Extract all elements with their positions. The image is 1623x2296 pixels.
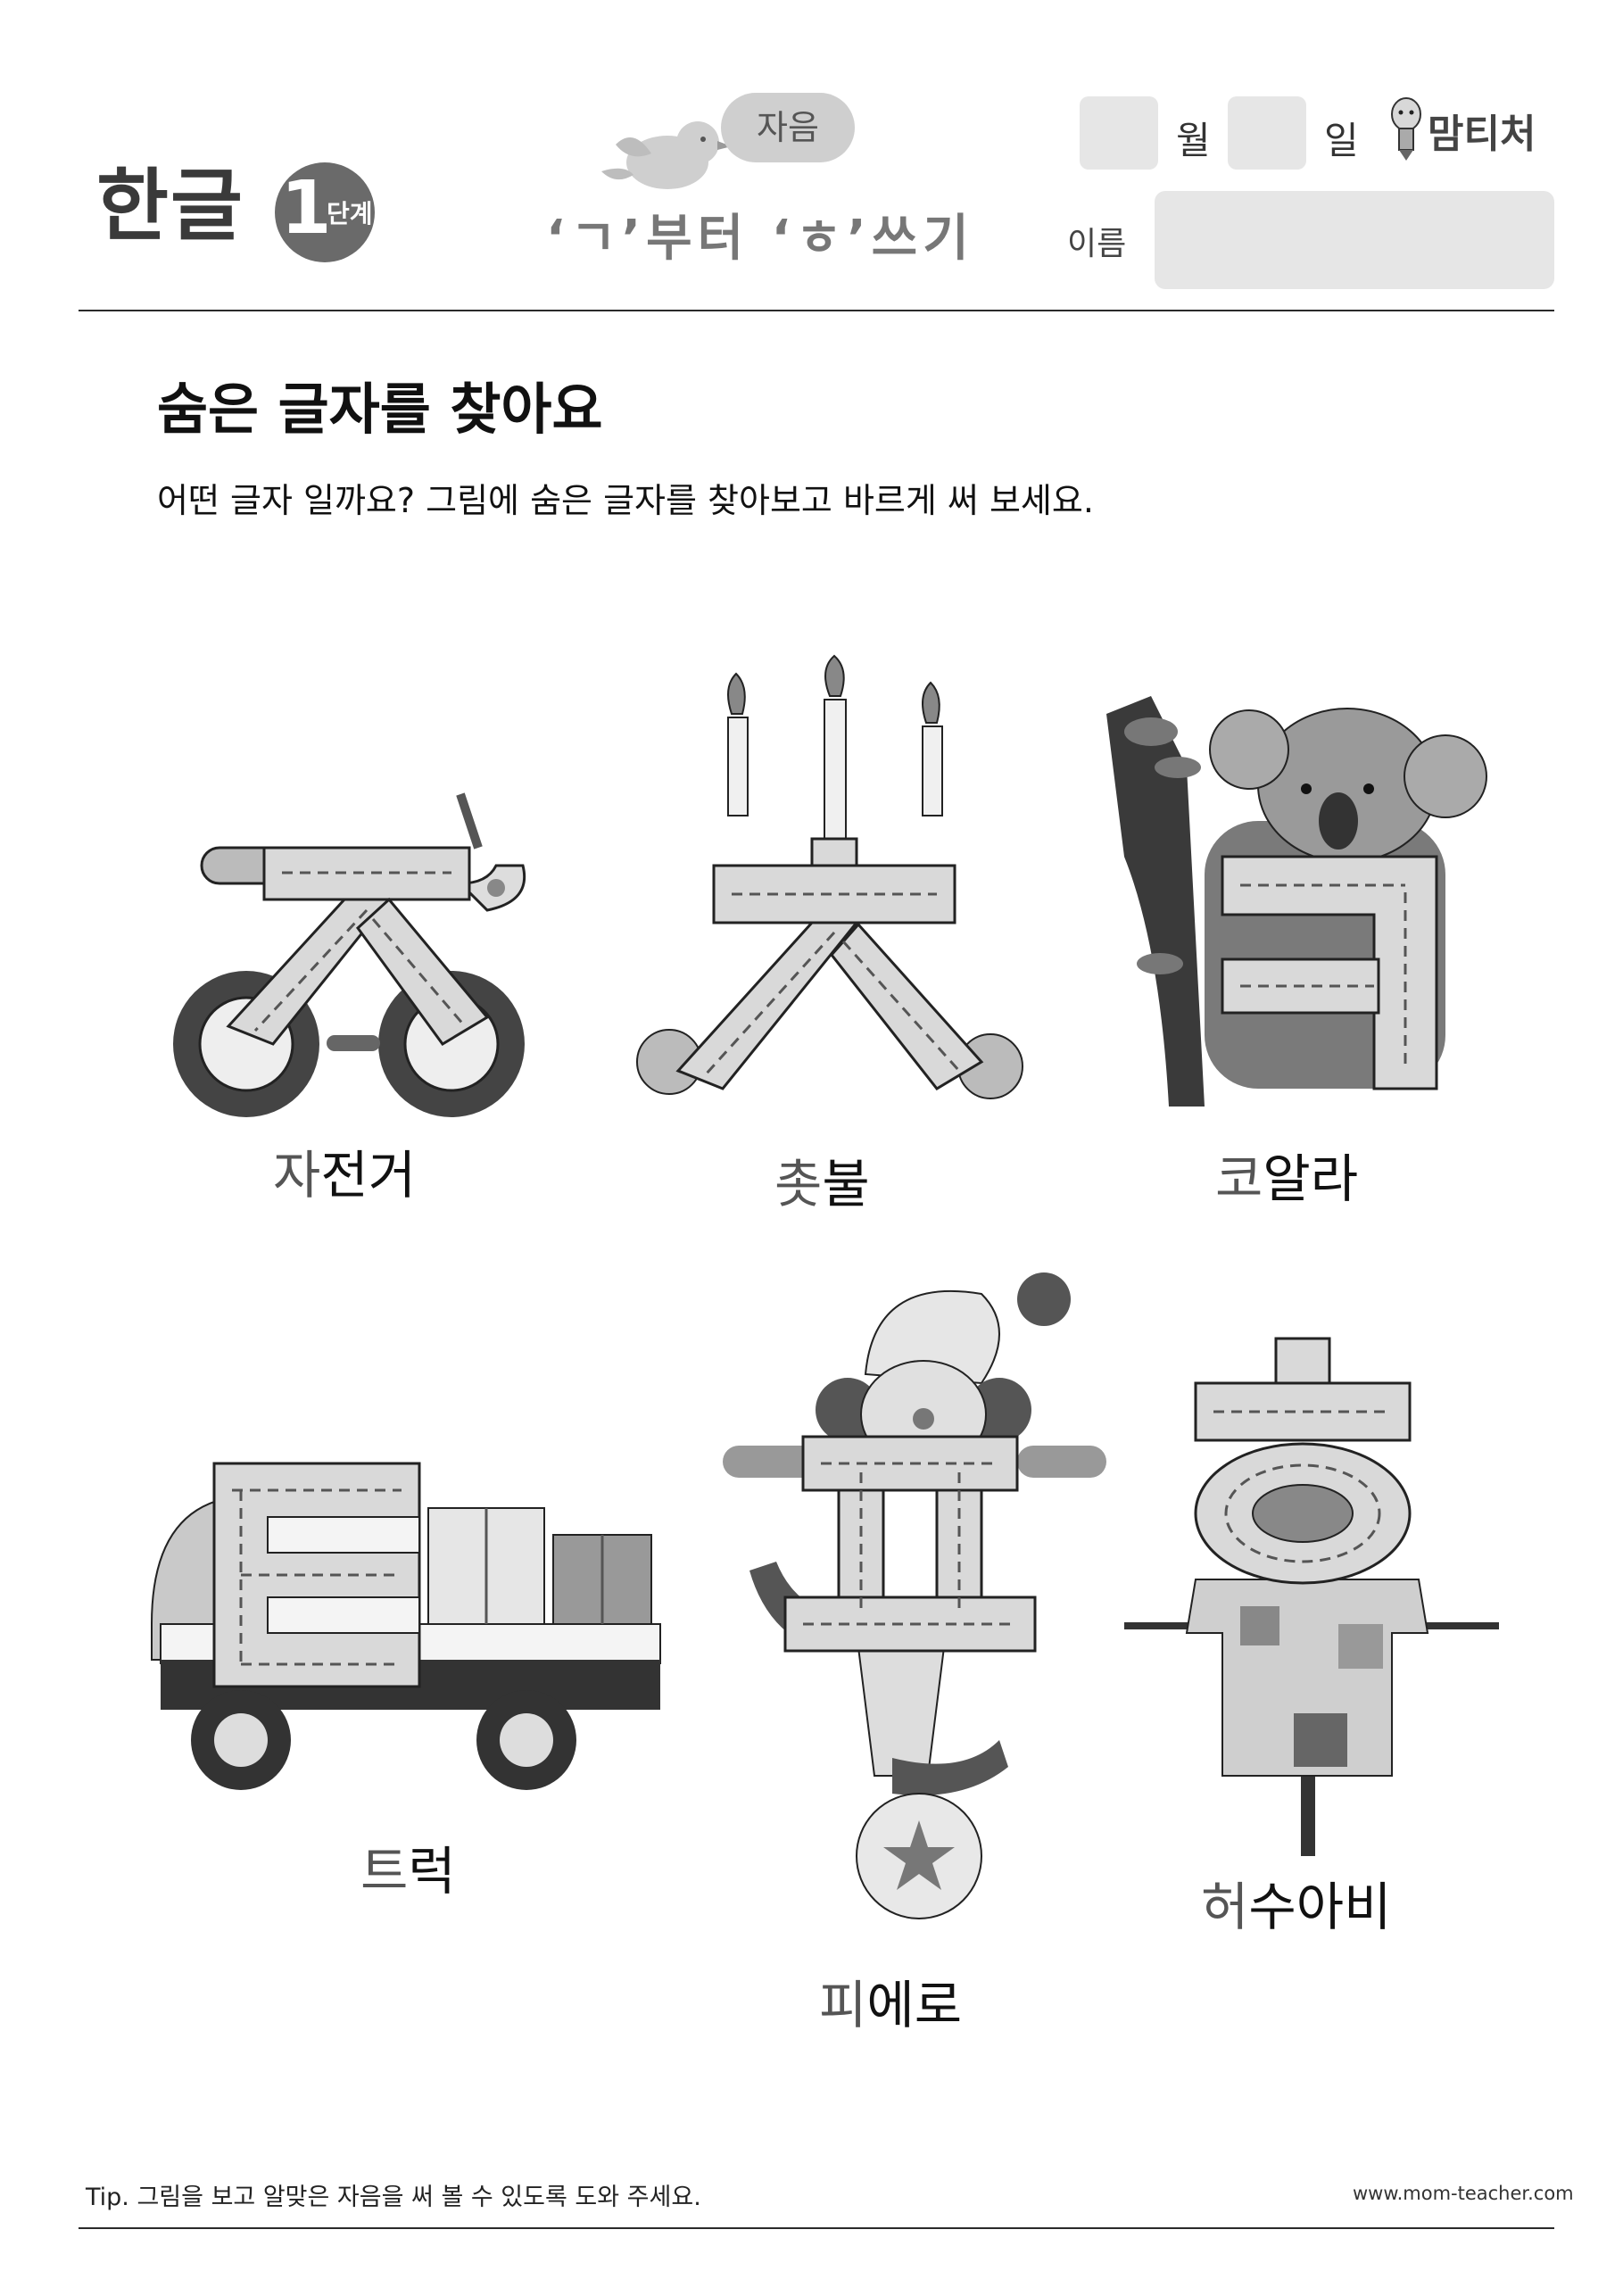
logo-text: 맘티처 — [1428, 112, 1536, 157]
word-rest: 수아비 — [1248, 1877, 1392, 1937]
logo: 맘티처 — [1388, 96, 1558, 161]
word-label: 허수아비 — [1201, 1865, 1391, 1940]
level-word: 단계 — [327, 199, 373, 228]
letter-pieup-shape — [783, 1435, 1037, 1653]
level-number: 1 — [280, 166, 332, 251]
bird-icon — [601, 121, 732, 189]
word-rest: 불 — [822, 1154, 870, 1214]
pencil-mascot-icon — [1391, 97, 1421, 161]
word-first-syllable: 촛 — [774, 1154, 823, 1214]
month-input-box[interactable] — [1080, 96, 1158, 170]
level-badge: 1 단계 — [275, 162, 375, 262]
letter-chieut-shape — [675, 837, 984, 1090]
candle-illustration — [636, 654, 1023, 1099]
footer-divider — [79, 2227, 1554, 2229]
brand-title: 한글 — [96, 160, 244, 252]
word-label: 촛불 — [774, 1142, 870, 1217]
word-rest: 전거 — [320, 1145, 417, 1206]
letter-hieut-shape — [1194, 1337, 1412, 1585]
word-rest: 에로 — [866, 1975, 963, 2035]
scarecrow-illustration — [1124, 1337, 1499, 1856]
word-first-syllable: 자 — [273, 1145, 321, 1206]
clown-icon — [723, 1272, 1106, 1919]
scarecrow-icon — [1124, 1579, 1499, 1856]
website-url: www.mom-teacher.com — [1353, 2183, 1574, 2204]
name-input-box[interactable] — [1155, 191, 1554, 289]
clown-illustration — [723, 1272, 1106, 1919]
word-first-syllable: 코 — [1215, 1148, 1263, 1209]
word-label: 피에로 — [819, 1963, 962, 2038]
month-label: 월 — [1176, 119, 1211, 162]
name-label: 이름 — [1067, 226, 1127, 262]
truck-illustration — [151, 1462, 661, 1790]
category-pill: 자음 — [721, 93, 855, 162]
word-rest: 럭 — [408, 1841, 456, 1902]
koala-illustration — [1106, 696, 1487, 1107]
page-title: 숨은 글자를 찾아요 — [157, 377, 603, 442]
bicycle-illustration — [173, 792, 526, 1117]
instruction-text: 어떤 글자 일까요? 그림에 숨은 글자를 찾아보고 바르게 써 보세요. — [157, 481, 1094, 520]
word-first-syllable: 피 — [819, 1975, 867, 2035]
word-label: 트럭 — [360, 1829, 456, 1904]
letter-kieuk-shape — [1221, 855, 1438, 1090]
word-rest: 알라 — [1263, 1148, 1359, 1209]
tip-text: Tip. 그림을 보고 알맞은 자음을 써 볼 수 있도록 도와 주세요. — [86, 2184, 701, 2211]
bicycle-icon — [173, 792, 526, 1117]
day-label: 일 — [1324, 119, 1359, 162]
day-input-box[interactable] — [1228, 96, 1306, 170]
word-label: 자전거 — [273, 1133, 416, 1208]
letter-jieut-shape — [226, 846, 490, 1046]
word-label: 코알라 — [1215, 1137, 1358, 1212]
worksheet-subtitle: ‘ㄱ’부터 ‘ㅎ’쓰기 — [546, 210, 974, 268]
letter-tieut-shape — [212, 1462, 421, 1688]
header-divider — [79, 310, 1554, 311]
word-first-syllable: 허 — [1201, 1877, 1249, 1937]
word-first-syllable: 트 — [360, 1841, 409, 1902]
